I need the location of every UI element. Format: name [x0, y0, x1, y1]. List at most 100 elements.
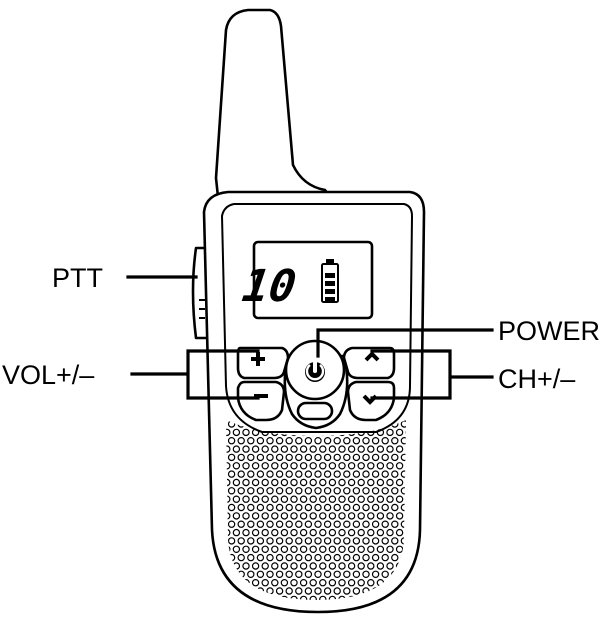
speaker-hole [400, 437, 406, 445]
speaker-hole [280, 562, 289, 570]
speaker-hole [275, 537, 284, 545]
speaker-hole [227, 470, 236, 478]
speaker-hole [256, 470, 265, 478]
speaker-hole [362, 470, 370, 478]
speaker-hole [371, 503, 380, 512]
speaker-hole [309, 495, 317, 503]
speaker-hole [285, 520, 293, 528]
speaker-hole [319, 462, 327, 470]
speaker-hole [319, 562, 327, 570]
speaker-hole [405, 595, 406, 600]
speaker-hole [391, 520, 399, 528]
speaker-hole [367, 545, 375, 554]
speaker-hole [285, 553, 293, 562]
speaker-hole [314, 520, 322, 528]
speaker-hole [367, 528, 375, 537]
speaker-hole [275, 587, 284, 595]
speaker-hole [376, 478, 385, 487]
speaker-hole [371, 487, 380, 495]
speaker-hole [247, 570, 255, 579]
speaker-hole [275, 520, 284, 528]
battery-bar [325, 297, 335, 302]
speaker-hole [261, 545, 269, 554]
speaker-hole [304, 553, 313, 562]
speaker-hole [261, 528, 269, 537]
speaker-hole [333, 570, 341, 579]
speaker-hole [371, 437, 380, 445]
speaker-hole [299, 528, 308, 537]
speaker-hole [343, 537, 351, 545]
speaker-hole [314, 453, 322, 462]
speaker-hole [242, 445, 250, 453]
speaker-hole [338, 495, 346, 503]
speaker-hole [290, 495, 298, 503]
speaker-hole [299, 545, 308, 554]
speaker-hole [256, 487, 265, 495]
speaker-hole [314, 487, 322, 495]
speaker-hole [323, 520, 332, 528]
speaker-hole [381, 520, 389, 528]
speaker-hole [367, 495, 375, 503]
speaker-hole [285, 503, 293, 512]
speaker-hole [247, 453, 255, 462]
speaker-hole [381, 537, 389, 545]
speaker-hole [295, 520, 303, 528]
speaker-hole [280, 495, 289, 503]
speaker-hole [295, 503, 303, 512]
speaker-hole [362, 503, 370, 512]
speaker-hole [304, 520, 313, 528]
speaker-hole [357, 545, 365, 554]
speaker-hole [391, 470, 399, 478]
speaker-hole [371, 570, 380, 579]
speaker-hole [232, 512, 241, 520]
speaker-hole [338, 545, 346, 554]
speaker-hole [314, 470, 322, 478]
speaker-hole [319, 495, 327, 503]
speaker-hole [352, 503, 361, 512]
speaker-hole [227, 587, 236, 595]
speaker-hole [237, 553, 245, 562]
speaker-hole [232, 528, 241, 537]
speaker-hole [271, 528, 279, 537]
speaker-hole [299, 478, 308, 487]
speaker-hole [309, 562, 317, 570]
power-callout-line [316, 328, 494, 358]
speaker-hole [275, 570, 284, 579]
speaker-hole [352, 537, 361, 545]
speaker-hole [395, 478, 404, 487]
speaker-hole [362, 453, 370, 462]
speaker-hole [376, 545, 385, 554]
speaker-hole [357, 445, 365, 453]
speaker-hole [275, 487, 284, 495]
speaker-hole [357, 478, 365, 487]
speaker-hole [395, 545, 404, 554]
speaker-hole [323, 487, 332, 495]
vol-down-button[interactable] [236, 380, 286, 422]
speaker-hole [328, 528, 337, 537]
speaker-hole [227, 437, 236, 445]
speaker-hole [347, 512, 356, 520]
speaker-hole [285, 453, 293, 462]
speaker-hole [391, 553, 399, 562]
speaker-hole [400, 453, 406, 462]
speaker-hole [242, 512, 250, 520]
speaker-hole [299, 445, 308, 453]
speaker-hole [391, 503, 399, 512]
speaker-hole [304, 537, 313, 545]
speaker-hole [266, 553, 274, 562]
speaker-hole [290, 478, 298, 487]
speaker-hole [314, 503, 322, 512]
speaker-hole [280, 462, 289, 470]
speaker-hole [400, 470, 406, 478]
speaker-hole [386, 528, 394, 537]
speaker-hole [319, 445, 327, 453]
speaker-hole [400, 420, 406, 428]
speaker-hole [323, 570, 332, 579]
speaker-hole [400, 503, 406, 512]
speaker-hole [251, 445, 260, 453]
speaker-hole [295, 437, 303, 445]
speaker-hole [391, 453, 399, 462]
lower-oval-button[interactable] [296, 401, 334, 421]
speaker-grille [226, 420, 406, 600]
plus-icon [251, 352, 265, 366]
